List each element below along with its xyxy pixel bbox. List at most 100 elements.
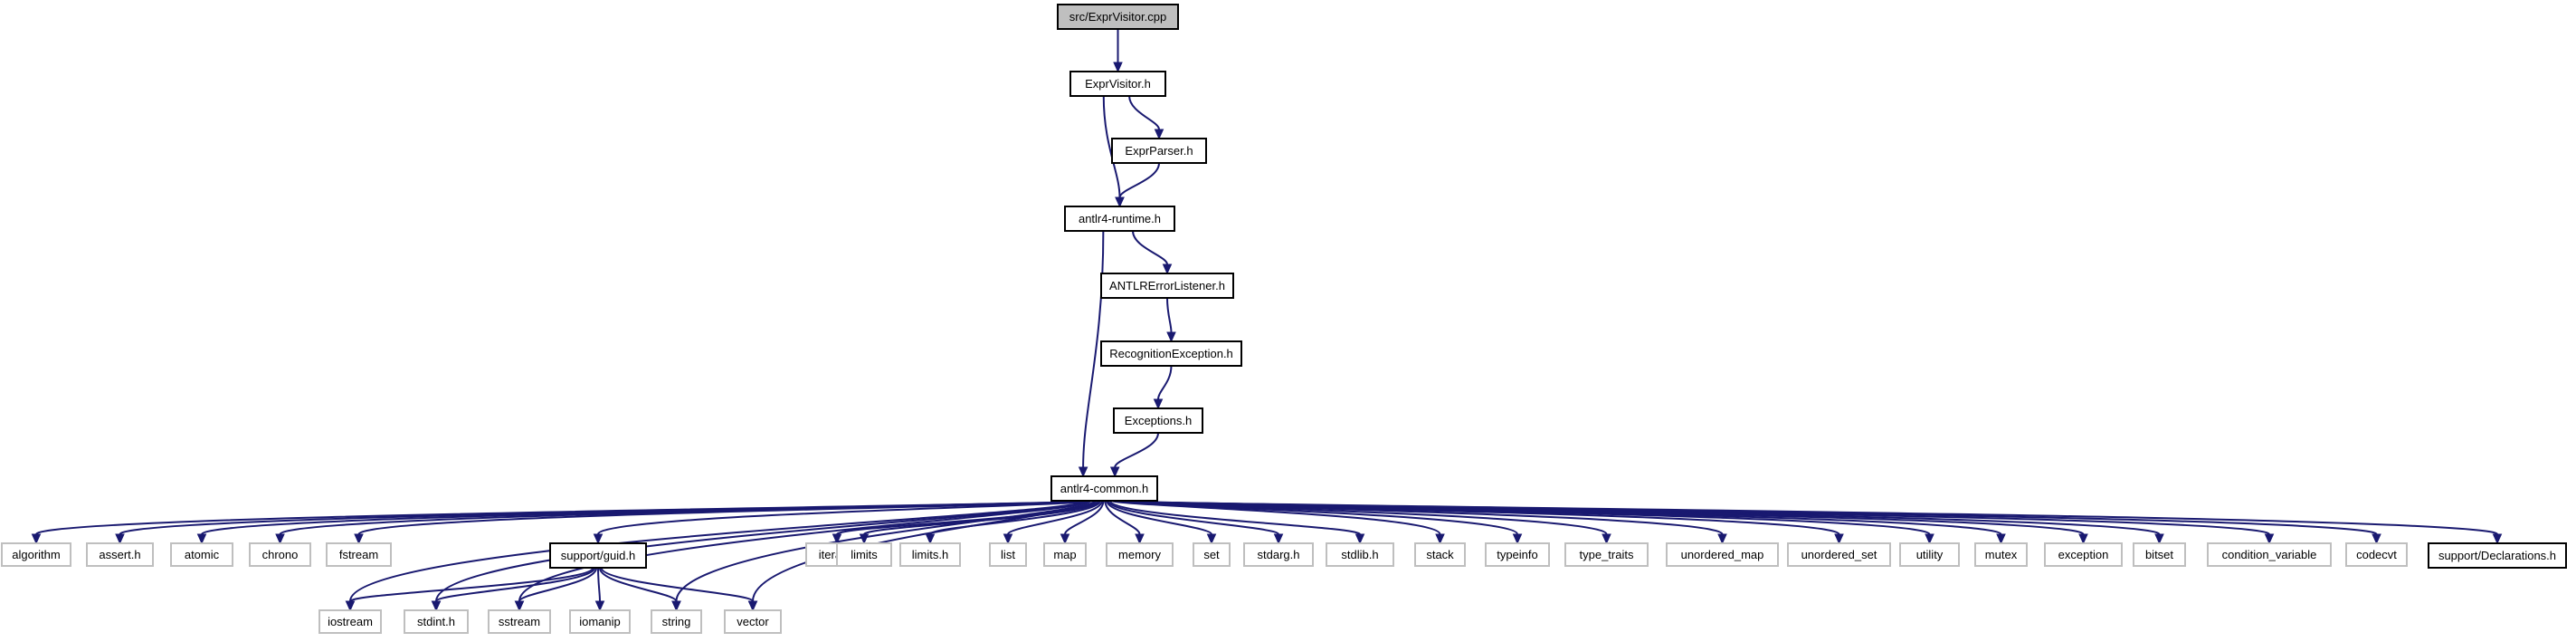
- edge-recognitionexception_h-to-exceptions_h: [1153, 365, 1173, 410]
- edge-antlr4_common_h-to-memory: [1104, 500, 1145, 545]
- node-label: codecvt: [2356, 548, 2397, 561]
- node-stack: stack: [1414, 542, 1466, 567]
- node-string: string: [651, 609, 702, 634]
- node-label: fstream: [339, 548, 378, 561]
- edge-antlrerrorlistener_h-to-recognitionexception_h: [1166, 297, 1176, 343]
- node-label: limits: [851, 548, 878, 561]
- node-stdarg-h: stdarg.h: [1243, 542, 1314, 567]
- node-exceptions-h[interactable]: Exceptions.h: [1113, 407, 1203, 434]
- edge-layer: [31, 29, 2503, 612]
- edge-support_guid_h-to-vector: [600, 567, 758, 612]
- node-map: map: [1043, 542, 1087, 567]
- node-vector: vector: [724, 609, 782, 634]
- node-label: mutex: [1985, 548, 2018, 561]
- node-codecvt: codecvt: [2345, 542, 2408, 567]
- node-label: antlr4-common.h: [1060, 482, 1149, 495]
- node-label: utility: [1916, 548, 1944, 561]
- node-label: stdlib.h: [1341, 548, 1378, 561]
- node-bitset: bitset: [2133, 542, 2186, 567]
- node-exception: exception: [2044, 542, 2123, 567]
- node-iostream: iostream: [318, 609, 382, 634]
- node-layer: src/ExprVisitor.cppExprVisitor.hExprPars…: [1, 4, 2567, 634]
- node-stdint-h: stdint.h: [404, 609, 469, 634]
- node-memory: memory: [1106, 542, 1174, 567]
- node-support-guid-h[interactable]: support/guid.h: [549, 542, 647, 569]
- edge-support_guid_h-to-iomanip: [594, 567, 605, 612]
- edge-support_guid_h-to-iostream: [345, 567, 594, 612]
- node-unordered-set: unordered_set: [1787, 542, 1891, 567]
- edge-antlr4_common_h-to-stdarg_h: [1107, 500, 1284, 545]
- node-antlr4-runtime-h[interactable]: antlr4-runtime.h: [1064, 206, 1175, 232]
- node-utility: utility: [1899, 542, 1960, 567]
- node-unordered-map: unordered_map: [1666, 542, 1779, 567]
- edge-antlr4_common_h-to-support_declarations_h: [1136, 500, 2503, 545]
- node-sstream: sstream: [488, 609, 551, 634]
- node-label: ExprParser.h: [1125, 144, 1193, 158]
- edge-exceptions_h-to-antlr4_common_h: [1109, 432, 1159, 478]
- node-chrono: chrono: [249, 542, 311, 567]
- node-label: bitset: [2145, 548, 2173, 561]
- node-label: ExprVisitor.h: [1085, 77, 1151, 91]
- node-root[interactable]: src/ExprVisitor.cpp: [1057, 4, 1179, 30]
- node-recognitionexception-h[interactable]: RecognitionException.h: [1100, 340, 1242, 367]
- node-label: memory: [1118, 548, 1161, 561]
- node-algorithm: algorithm: [1, 542, 71, 567]
- edge-support_guid_h-to-stdint_h: [431, 567, 596, 612]
- edge-antlr4_common_h-to-support_guid_h: [593, 500, 1094, 545]
- node-atomic: atomic: [170, 542, 233, 567]
- node-label: typeinfo: [1497, 548, 1538, 561]
- node-label: map: [1053, 548, 1076, 561]
- node-label: exception: [2058, 548, 2109, 561]
- node-label: iomanip: [579, 615, 621, 628]
- node-list: list: [989, 542, 1027, 567]
- node-limits: limits: [836, 542, 892, 567]
- node-label: chrono: [262, 548, 299, 561]
- node-set: set: [1193, 542, 1231, 567]
- edge-antlr4_runtime_h-to-antlrerrorlistener_h: [1132, 230, 1173, 275]
- node-stdlib-h: stdlib.h: [1326, 542, 1394, 567]
- node-typeinfo: typeinfo: [1485, 542, 1550, 567]
- edge-antlr4_common_h-to-map: [1060, 500, 1105, 545]
- node-label: vector: [737, 615, 769, 628]
- node-label: algorithm: [12, 548, 60, 561]
- node-label: iostream: [328, 615, 373, 628]
- node-fstream: fstream: [326, 542, 392, 567]
- node-antlrerrorlistener-h[interactable]: ANTLRErrorListener.h: [1100, 273, 1234, 299]
- edge-exprparser_h-to-antlr4_runtime_h: [1115, 162, 1160, 208]
- node-label: src/ExprVisitor.cpp: [1069, 10, 1166, 24]
- node-label: support/Declarations.h: [2438, 549, 2556, 562]
- node-assert-h: assert.h: [86, 542, 154, 567]
- edge-exprvisitor_h-to-exprparser_h: [1128, 95, 1164, 140]
- node-limits-h: limits.h: [899, 542, 961, 567]
- node-label: ANTLRErrorListener.h: [1109, 279, 1225, 292]
- node-label: Exceptions.h: [1125, 414, 1192, 427]
- node-type-traits: type_traits: [1564, 542, 1649, 567]
- node-label: stack: [1426, 548, 1454, 561]
- node-label: string: [662, 615, 691, 628]
- node-label: list: [1001, 548, 1015, 561]
- node-label: RecognitionException.h: [1109, 347, 1233, 360]
- node-label: antlr4-runtime.h: [1079, 212, 1161, 225]
- edge-antlr4_common_h-to-set: [1106, 500, 1217, 545]
- node-antlr4-common-h[interactable]: antlr4-common.h: [1050, 475, 1158, 502]
- node-support-declarations-h[interactable]: support/Declarations.h: [2428, 542, 2567, 569]
- node-label: unordered_map: [1681, 548, 1764, 561]
- node-label: unordered_set: [1801, 548, 1877, 561]
- edge-antlr4_common_h-to-stdlib_h: [1109, 500, 1365, 545]
- edge-root-to-exprvisitor_h: [1113, 29, 1123, 73]
- node-exprparser-h[interactable]: ExprParser.h: [1111, 138, 1207, 164]
- node-label: type_traits: [1580, 548, 1634, 561]
- edge-support_guid_h-to-sstream: [514, 567, 598, 612]
- node-exprvisitor-h[interactable]: ExprVisitor.h: [1069, 71, 1166, 97]
- node-iomanip: iomanip: [569, 609, 631, 634]
- node-mutex: mutex: [1974, 542, 2028, 567]
- node-label: stdarg.h: [1258, 548, 1300, 561]
- node-label: condition_variable: [2222, 548, 2317, 561]
- node-label: atomic: [185, 548, 220, 561]
- edge-antlr4_common_h-to-list: [1003, 500, 1104, 545]
- node-label: support/guid.h: [561, 549, 635, 562]
- node-label: assert.h: [99, 548, 140, 561]
- node-label: set: [1203, 548, 1220, 561]
